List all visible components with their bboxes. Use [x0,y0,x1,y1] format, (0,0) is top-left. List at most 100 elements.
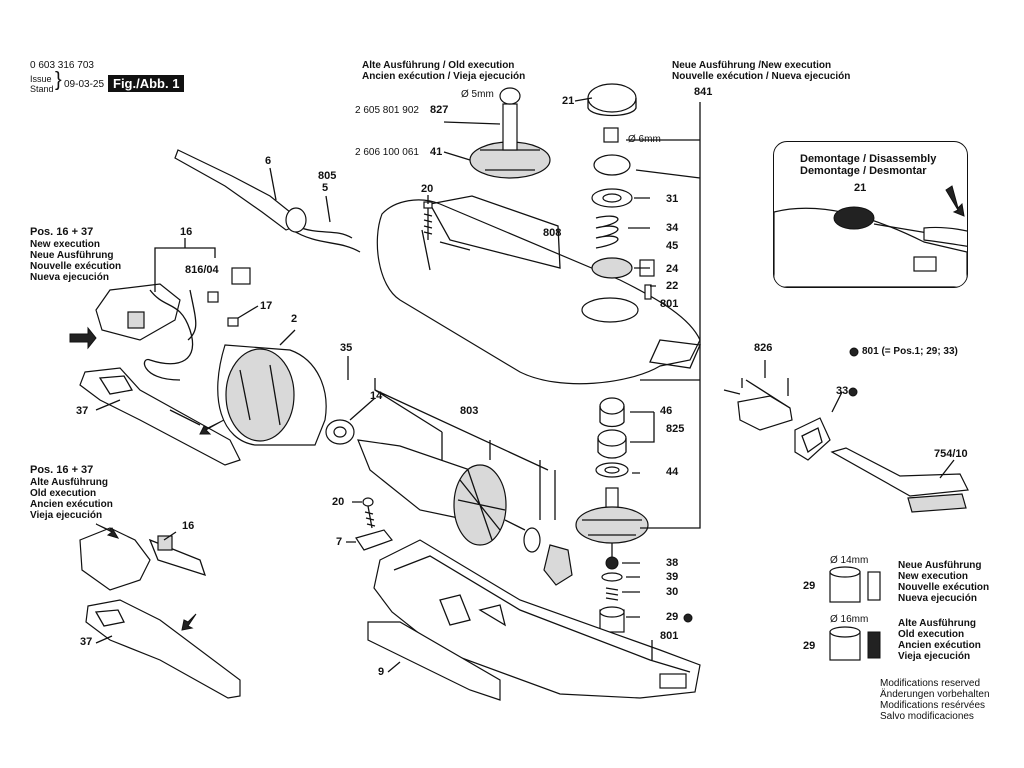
label-826: 826 [754,342,773,354]
cap-21 [587,83,637,117]
label-16a: 16 [180,226,193,238]
figure-label: Fig./Abb. 1 [108,75,185,92]
label-17: 17 [260,300,273,312]
bearing-46 [595,397,629,478]
label-827: 827 [430,104,449,116]
armature-803 [357,439,541,553]
pos-new-title: Pos. 16 + 37 [30,226,94,238]
label-29a: 29 [666,611,679,623]
brace: } [55,69,62,91]
legend-new-4: Nueva ejecución [898,593,977,604]
cover-9 [367,621,501,701]
pos-old-line1: Alte Ausführung [30,477,108,488]
screw-20 [423,201,433,240]
label-20a: 20 [421,183,434,195]
pos-new-line1: New execution [30,239,101,250]
stack-parts [591,127,655,300]
label-29b: 29 [803,580,816,592]
label-805: 805 [318,170,337,182]
inset-title-1: Demontage / Disassembly [800,153,937,165]
modifications-4: Salvo modificaciones [880,711,974,722]
label-31: 31 [666,193,679,205]
inset-label-21: 21 [854,182,867,194]
label-803: 803 [460,405,479,417]
label-24: 24 [666,263,679,275]
label-35: 35 [340,342,353,354]
label-801a: 801 [660,298,679,310]
legend-new-1: Neue Ausführung [898,560,982,571]
pinion [543,544,573,586]
label-14: 14 [370,390,383,402]
label-816-04: 816/04 [185,264,219,276]
date: 09-03-25 [64,79,105,90]
pos-old-title: Pos. 16 + 37 [30,464,94,476]
label-808: 808 [543,227,562,239]
gear-new [575,487,649,560]
stand-label: Stand [30,84,54,94]
label-39: 39 [666,571,679,583]
legend-old-4: Vieja ejecución [898,651,971,662]
label-29c: 29 [803,640,816,652]
inset-title-2: Demontage / Desmontar [800,165,927,177]
modifications-2: Änderungen vorbehalten [880,689,990,700]
legend-old-1: Alte Ausführung [898,618,976,629]
label-16b: 16 [182,520,195,532]
code-41: 2 606 100 061 [355,147,419,158]
label-37a: 37 [76,405,89,417]
bracket-754 [830,447,969,513]
bullet-dots [683,347,859,623]
switch-slider-37-new [79,367,241,466]
label-841: 841 [694,86,713,98]
gear-41 [469,87,551,179]
label-34: 34 [666,222,679,234]
bottom-small-parts [599,556,625,633]
label-41: 41 [430,146,443,158]
label-30: 30 [666,586,679,598]
pos-new-line4: Nueva ejecución [30,272,109,283]
label-801b: 801 [660,630,679,642]
label-46: 46 [660,405,673,417]
label-44: 44 [666,466,679,478]
label-20b: 20 [332,496,345,508]
modifications-3: Modifications resérvées [880,700,986,711]
upper-housing [376,195,701,385]
code-827: 2 605 801 902 [355,105,419,116]
label-5: 5 [322,182,329,194]
label-38: 38 [666,557,679,569]
doc-number: 0 603 316 703 [30,60,94,71]
label-21: 21 [562,95,575,107]
issue-label: Issue [30,74,52,84]
sleeve-29-old [829,626,881,661]
stator-2 [217,344,327,446]
new-execution-line1: Neue Ausführung /New execution [672,60,832,71]
legend-old-3: Ancien exécution [898,640,981,651]
label-825: 825 [666,423,685,435]
disassembly-inset: Demontage / Disassembly Demontage / Desm… [773,141,968,288]
inset-drawing [774,185,967,287]
switch-slider-37-old [85,599,241,699]
switch-assembly-new [95,267,251,381]
label-22: 22 [666,280,679,292]
diameter-14mm: Ø 14mm [830,555,869,566]
bearing-14 [325,419,355,445]
modifications-1: Modifications reserved [880,678,981,689]
diameter-16mm: Ø 16mm [830,614,869,625]
ring-33 [794,417,831,461]
new-execution-line2: Nouvelle exécution / Nueva ejecución [672,71,851,82]
diameter-6mm: Ø 6mm [628,134,661,145]
brush-holder-826 [723,379,793,431]
legend-new-2: New execution [898,571,969,582]
label-9: 9 [378,666,385,678]
pos-new-line2: Neue Ausführung [30,250,114,261]
sleeve-29-new [829,566,881,603]
pos-old-line3: Ancien exécution [30,499,113,510]
lower-housing [373,539,701,699]
legend-new-3: Nouvelle exécution [898,582,990,593]
old-execution-line2: Ancien exécution / Vieja ejecución [362,71,526,82]
pos-old-line2: Old execution [30,488,97,499]
cord-guard [285,207,307,233]
label-7: 7 [336,536,343,548]
note-801: 801 (= Pos.1; 29; 33) [862,346,958,357]
leader-lines [95,97,955,673]
